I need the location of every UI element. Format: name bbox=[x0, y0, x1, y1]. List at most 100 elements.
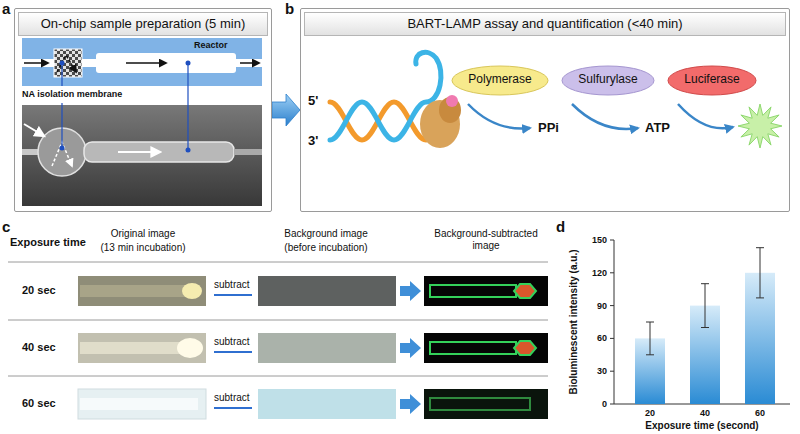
molecule-label: PPi bbox=[538, 120, 559, 136]
table-rule bbox=[8, 320, 548, 321]
row-label: 60 sec bbox=[22, 397, 56, 410]
panel-box: BART-LAMP assay and quantification (<40 … bbox=[300, 8, 790, 212]
part-label: Reactor bbox=[194, 40, 228, 51]
column-header: Original image bbox=[111, 228, 175, 240]
subtracted-image bbox=[430, 285, 516, 297]
ellipse-shape bbox=[668, 66, 756, 95]
original-image bbox=[78, 276, 206, 306]
flow-arrow bbox=[24, 124, 44, 136]
flow-arrow bbox=[24, 62, 48, 64]
photo-reactor bbox=[84, 142, 234, 162]
result-arrow bbox=[400, 394, 421, 414]
ellipse-shape bbox=[452, 66, 548, 95]
panel-letter: a bbox=[2, 0, 10, 18]
enzyme-ellipse: Sulfurylase bbox=[561, 65, 655, 96]
leader-line bbox=[61, 63, 62, 86]
axis-title: Exposure time (second) bbox=[645, 420, 758, 432]
tick-mark bbox=[610, 404, 614, 405]
enzyme-label: Luciferase bbox=[683, 72, 741, 87]
part-label: NA isolation membrane bbox=[22, 89, 122, 100]
error-bar bbox=[646, 354, 654, 355]
tick-label: 20 bbox=[645, 408, 655, 419]
subtracted-image bbox=[424, 389, 548, 419]
reaction-arrow bbox=[572, 104, 638, 129]
connecting-channel bbox=[82, 59, 96, 67]
table-rule bbox=[8, 376, 548, 377]
tick-mark bbox=[610, 272, 614, 273]
original-image bbox=[177, 338, 203, 358]
column-header: Background-subtracted image bbox=[424, 228, 548, 252]
tick-label: 40 bbox=[700, 408, 710, 419]
original-image bbox=[78, 389, 206, 419]
chip-schematic bbox=[22, 38, 262, 86]
result-arrow bbox=[400, 281, 421, 301]
subtract-line bbox=[214, 294, 252, 296]
tick-label: 150 bbox=[592, 235, 607, 246]
flow-arrow bbox=[240, 62, 259, 64]
tick-label: 120 bbox=[592, 267, 607, 278]
outlet-channel bbox=[236, 59, 262, 67]
tick-label: 90 bbox=[597, 300, 607, 311]
tick-mark bbox=[610, 240, 614, 241]
isolation-membrane bbox=[54, 49, 82, 77]
subtracted-image bbox=[430, 398, 530, 410]
leader-line bbox=[61, 103, 62, 148]
subtracted-image bbox=[430, 342, 516, 354]
original-image bbox=[80, 285, 198, 297]
subtracted-image bbox=[424, 333, 548, 363]
error-bar bbox=[705, 284, 706, 328]
chip-photo bbox=[22, 105, 262, 206]
row-label: 20 sec bbox=[22, 284, 56, 297]
inlet-channel bbox=[22, 59, 54, 67]
original-image bbox=[182, 283, 202, 299]
strand-end: 5' bbox=[308, 93, 318, 109]
column-header: Exposure time bbox=[10, 236, 86, 249]
enzyme-ellipse: Polymerase bbox=[451, 65, 549, 96]
leader-dot bbox=[186, 148, 191, 153]
reaction-arrow bbox=[678, 104, 733, 128]
tick-mark bbox=[610, 371, 614, 372]
tick-mark bbox=[610, 305, 614, 306]
enzyme-label: Polymerase bbox=[467, 72, 533, 87]
subtracted-image bbox=[424, 276, 548, 306]
original-image bbox=[80, 398, 198, 410]
y-axis bbox=[614, 240, 615, 404]
row-label: 40 sec bbox=[22, 341, 56, 354]
flow-arrow bbox=[57, 55, 76, 72]
subtracted-image bbox=[514, 341, 536, 355]
table-rule bbox=[8, 262, 548, 263]
tick-label: 30 bbox=[597, 366, 607, 377]
enzyme-ellipse: Luciferase bbox=[667, 65, 757, 96]
column-header: Background image bbox=[284, 228, 367, 240]
ellipse-shape bbox=[562, 66, 654, 95]
block-arrow bbox=[272, 94, 300, 126]
axis-title: Bioluminescent intensity (a.u.) bbox=[568, 249, 580, 394]
tick-mark bbox=[610, 338, 614, 339]
flow-arrow bbox=[52, 142, 72, 166]
column-header: (before incubation) bbox=[284, 242, 367, 254]
molecule-label: ATP bbox=[645, 120, 670, 136]
tick-label: 60 bbox=[597, 333, 607, 344]
result-arrow bbox=[400, 338, 421, 358]
error-bar bbox=[650, 322, 651, 355]
polymerase-complex bbox=[446, 95, 458, 107]
operation-label: subtract bbox=[214, 392, 250, 404]
flow-arrow bbox=[126, 62, 166, 64]
leader-dot bbox=[186, 61, 191, 66]
panel-letter: c bbox=[2, 218, 10, 236]
operation-label: subtract bbox=[214, 336, 250, 348]
photo-outlet bbox=[234, 149, 262, 155]
tick-label: 0 bbox=[602, 399, 607, 410]
panel-box: On-chip sample preparation (5 min) bbox=[14, 8, 272, 212]
leader-dot bbox=[60, 146, 65, 151]
leader-line bbox=[187, 63, 188, 150]
enzyme-label: Sulfurylase bbox=[577, 72, 639, 87]
error-bar bbox=[756, 297, 764, 298]
background-image bbox=[258, 333, 396, 363]
strand-end: 3' bbox=[308, 133, 318, 149]
error-bar bbox=[701, 327, 709, 328]
column-header: (13 min incubation) bbox=[100, 242, 185, 254]
